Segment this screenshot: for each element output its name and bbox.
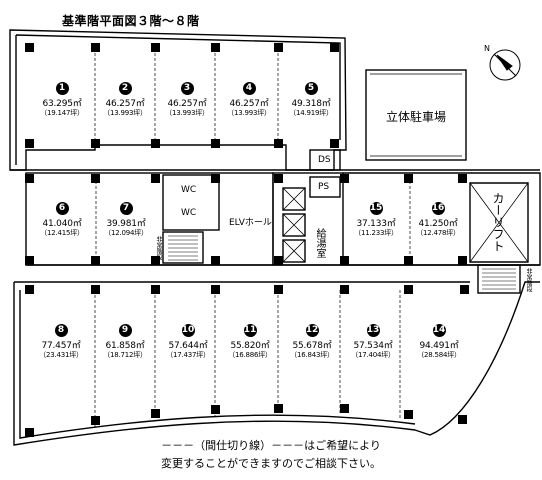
elv-hall-label: ELVホール [229, 218, 272, 228]
unit-tsubo: （23.431坪） [39, 351, 83, 360]
unit-tsubo: （12.478坪） [416, 229, 460, 238]
unit-12: 12 55.678㎡（16.843坪） [277, 318, 347, 359]
unit-number: 3 [180, 82, 194, 95]
note-line-1: －－－（間仕切り線）－－－はご希望により [161, 439, 381, 452]
stair-left-label: 非常階段 [155, 236, 162, 260]
unit-11: 11 55.820㎡（16.886坪） [215, 318, 285, 359]
unit-number: 1 [55, 82, 69, 95]
unit-4: 4 46.257㎡（13.993坪） [214, 76, 284, 117]
parking-area [365, 69, 467, 161]
unit-8: 8 77.457㎡（23.431坪） [26, 318, 96, 359]
note-line-2: 変更することができますのでご相談下さい。 [161, 457, 381, 470]
unit-tsubo: （28.584坪） [417, 351, 461, 360]
elevator-3 [282, 239, 306, 263]
unit-area: 46.257㎡ [105, 99, 145, 109]
unit-2: 2 46.257㎡（13.993坪） [90, 76, 160, 117]
unit-tsubo: （11.233坪） [354, 229, 398, 238]
elevator-2 [282, 213, 306, 237]
unit-area: 55.820㎡ [230, 341, 270, 351]
unit-number: 7 [119, 202, 133, 215]
wc-label-1: WC [181, 185, 197, 195]
unit-7: 7 39.981㎡（12.094坪） [91, 196, 161, 237]
unit-16: 16 41.250㎡（12.478坪） [403, 196, 473, 237]
unit-tsubo: （12.415坪） [40, 229, 84, 238]
unit-tsubo: （14.919坪） [289, 109, 333, 118]
unit-tsubo: （18.712坪） [103, 351, 147, 360]
ds-label: DS [318, 155, 331, 165]
unit-tsubo: （17.404坪） [351, 351, 395, 360]
unit-number: 4 [242, 82, 256, 95]
unit-area: 37.133㎡ [356, 219, 396, 229]
unit-9: 9 61.858㎡（18.712坪） [90, 318, 160, 359]
unit-area: 46.257㎡ [167, 99, 207, 109]
unit-10: 10 57.644㎡（17.437坪） [153, 318, 223, 359]
floor-plan-title: 基準階平面図３階～８階 [62, 14, 200, 28]
elevator-1 [282, 187, 306, 211]
wc-label-2: WC [181, 208, 197, 218]
unit-area: 57.644㎡ [168, 341, 208, 351]
unit-6: 6 41.040㎡（12.415坪） [27, 196, 97, 237]
unit-number: 8 [54, 324, 68, 337]
unit-area: 94.491㎡ [419, 341, 459, 351]
unit-number: 11 [243, 324, 257, 337]
unit-area: 41.250㎡ [418, 219, 458, 229]
unit-number: 2 [118, 82, 132, 95]
unit-1: 1 63.295㎡（19.147坪） [27, 76, 97, 117]
unit-area: 41.040㎡ [42, 219, 82, 229]
unit-area: 46.257㎡ [229, 99, 269, 109]
unit-number: 13 [366, 324, 380, 337]
stair-right-label: 非常階段 [525, 268, 532, 292]
unit-area: 49.318㎡ [291, 99, 331, 109]
parking-label: 立体駐車場 [386, 110, 447, 124]
unit-number: 9 [118, 324, 132, 337]
unit-number: 16 [431, 202, 445, 215]
unit-tsubo: （17.437坪） [166, 351, 210, 360]
unit-area: 39.981㎡ [106, 219, 146, 229]
unit-tsubo: （13.993坪） [103, 109, 147, 118]
unit-area: 77.457㎡ [41, 341, 81, 351]
unit-number: 12 [305, 324, 319, 337]
unit-number: 10 [181, 324, 195, 337]
unit-15: 15 37.133㎡（11.233坪） [341, 196, 411, 237]
north-arrow [489, 49, 521, 81]
unit-3: 3 46.257㎡（13.993坪） [152, 76, 222, 117]
left-stairwell [162, 231, 204, 264]
unit-number: 14 [432, 324, 446, 337]
unit-area: 61.858㎡ [105, 341, 145, 351]
ps-label: PS [318, 182, 330, 192]
unit-tsubo: （13.993坪） [227, 109, 271, 118]
unit-13: 13 57.534㎡（17.404坪） [338, 318, 408, 359]
kyutoshitsu-label: 給湯室 [314, 228, 325, 258]
unit-5: 5 49.318㎡（14.919坪） [276, 76, 346, 117]
unit-area: 55.678㎡ [292, 341, 332, 351]
bottom-wing-outline [13, 281, 540, 446]
unit-tsubo: （12.094坪） [104, 229, 148, 238]
unit-number: 15 [369, 202, 383, 215]
unit-tsubo: （16.886坪） [228, 351, 272, 360]
car-lift-label: カーリフト [491, 192, 505, 252]
unit-tsubo: （13.993坪） [165, 109, 209, 118]
unit-area: 57.534㎡ [353, 341, 393, 351]
unit-14: 14 94.491㎡（28.584坪） [404, 318, 474, 359]
unit-area: 63.295㎡ [42, 99, 82, 109]
partition-note: －－－（間仕切り線）－－－はご希望により 変更することができますのでご相談下さい… [0, 437, 542, 473]
unit-number: 6 [55, 202, 69, 215]
unit-tsubo: （19.147坪） [40, 109, 84, 118]
unit-number: 5 [304, 82, 318, 95]
unit-tsubo: （16.843坪） [290, 351, 334, 360]
right-stairwell [477, 264, 521, 294]
north-label: N [484, 44, 490, 53]
